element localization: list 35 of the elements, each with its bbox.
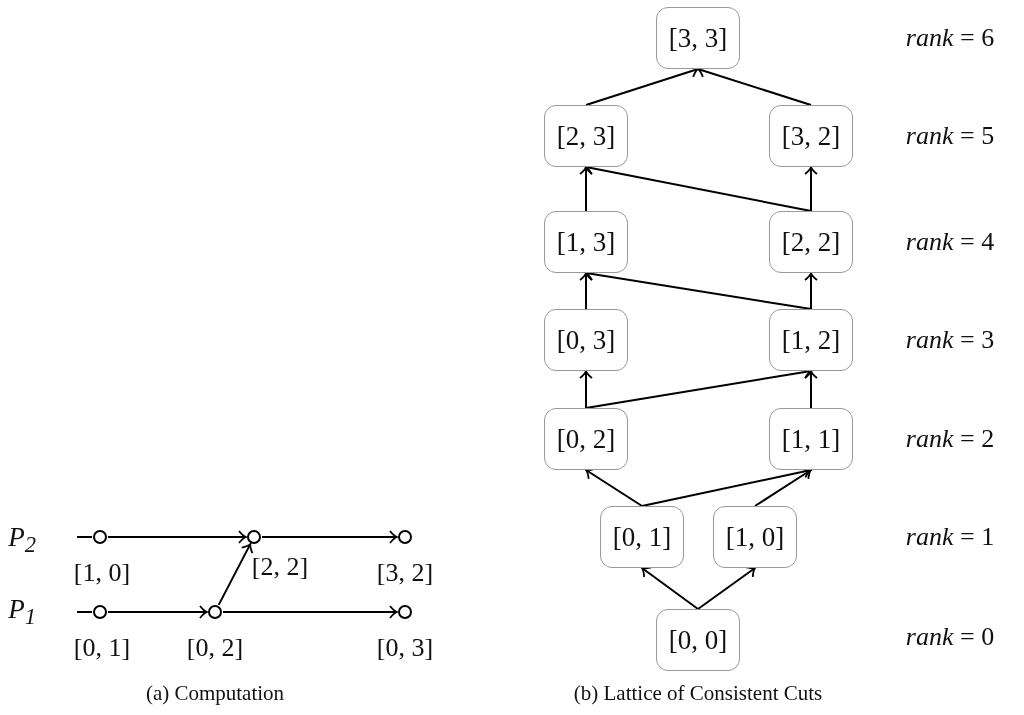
state-label: [2, 2] — [251, 552, 309, 582]
cut-box: [2, 2] — [769, 211, 853, 273]
state-label: [0, 2] — [186, 633, 244, 663]
process-label: P$_{2}$ — [8, 521, 36, 559]
cut-box: [2, 3] — [544, 105, 628, 167]
event-circle — [398, 605, 412, 619]
subfigure-caption: (b) Lattice of Consistent Cuts — [573, 680, 823, 706]
state-label: [3, 2] — [376, 558, 434, 588]
cut-box: [1, 0] — [713, 506, 797, 568]
cut-box: [1, 1] — [769, 408, 853, 470]
subfigure-caption: (a) Computation — [145, 680, 285, 706]
cut-box: [0, 0] — [656, 609, 740, 671]
state-label: [1, 0] — [73, 558, 131, 588]
cut-box: [0, 1] — [600, 506, 684, 568]
rank-label: rank = 6 — [905, 23, 995, 53]
state-label: [0, 3] — [376, 633, 434, 663]
rank-label: rank = 2 — [905, 424, 995, 454]
rank-label: rank = 4 — [905, 227, 995, 257]
event-circle — [398, 530, 412, 544]
rank-label: rank = 1 — [905, 522, 995, 552]
rank-label: rank = 5 — [905, 121, 995, 151]
cut-box: [0, 3] — [544, 309, 628, 371]
event-circle — [93, 530, 107, 544]
cut-box: [1, 3] — [544, 211, 628, 273]
state-label: [0, 1] — [73, 633, 131, 663]
event-circle — [247, 530, 261, 544]
process-label: P$_{1}$ — [8, 593, 36, 631]
cut-box: [3, 2] — [769, 105, 853, 167]
cut-box: [3, 3] — [656, 7, 740, 69]
rank-label: rank = 3 — [905, 325, 995, 355]
rank-label: rank = 0 — [905, 622, 995, 652]
cut-box: [0, 2] — [544, 408, 628, 470]
event-circle — [93, 605, 107, 619]
cut-box: [1, 2] — [769, 309, 853, 371]
event-circle — [208, 605, 222, 619]
